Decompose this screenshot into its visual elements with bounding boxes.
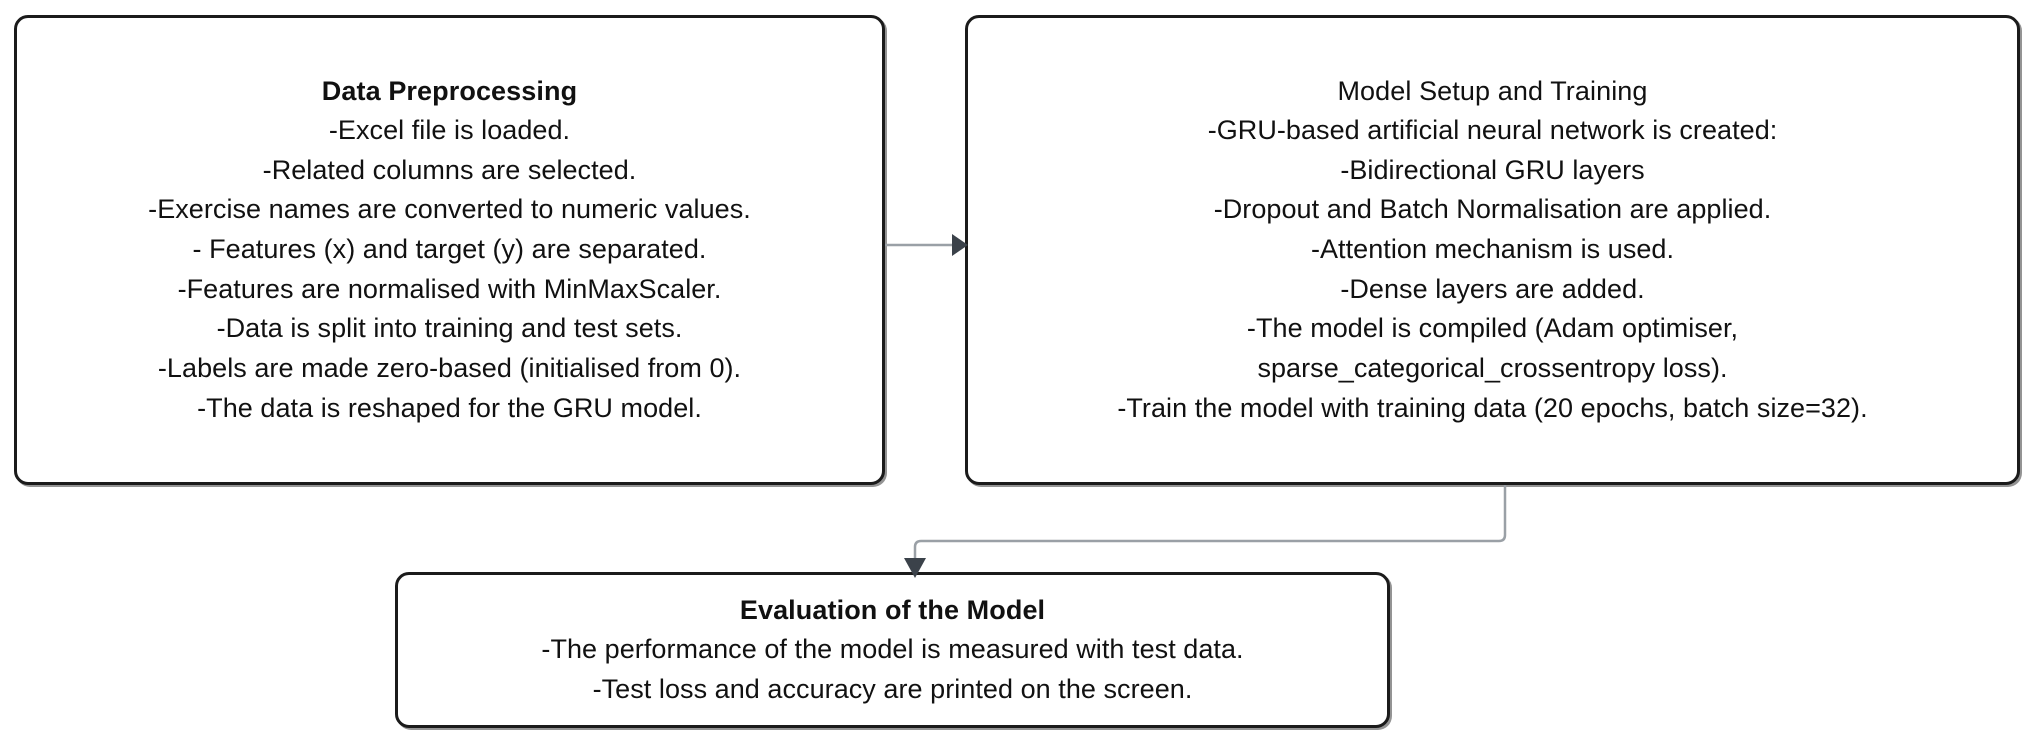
node-evaluation-of-the-model[interactable]: Evaluation of the Model -The performance…	[395, 572, 1390, 728]
node-line: -The data is reshaped for the GRU model.	[197, 392, 702, 423]
node-line: - Features (x) and target (y) are separa…	[192, 233, 707, 264]
node-title-model-setup-and-training: Model Setup and Training	[1337, 75, 1648, 106]
node-line: -Train the model with training data (20 …	[1117, 392, 1868, 423]
node-line: -Labels are made zero-based (initialised…	[157, 352, 742, 383]
node-line: -Excel file is loaded.	[328, 114, 571, 145]
node-line: -Test loss and accuracy are printed on t…	[592, 673, 1193, 704]
node-title-evaluation-of-the-model: Evaluation of the Model	[739, 594, 1046, 625]
node-body-evaluation-of-the-model: -The performance of the model is measure…	[412, 630, 1373, 709]
node-line: sparse_categorical_crossentropy loss).	[1257, 352, 1728, 383]
node-line: -The model is compiled (Adam optimiser,	[1246, 313, 1739, 344]
node-body-model-setup-and-training: -GRU-based artificial neural network is …	[982, 111, 2003, 429]
node-line: -Data is split into training and test se…	[216, 313, 683, 344]
node-line: -Bidirectional GRU layers	[1340, 154, 1645, 185]
node-model-setup-and-training[interactable]: Model Setup and Training -GRU-based arti…	[965, 15, 2020, 485]
node-line: -Exercise names are converted to numeric…	[148, 194, 751, 225]
node-line: -Dense layers are added.	[1340, 273, 1645, 304]
node-title-data-preprocessing: Data Preprocessing	[321, 75, 578, 106]
node-line: -GRU-based artificial neural network is …	[1207, 114, 1778, 145]
node-line: -Dropout and Batch Normalisation are app…	[1213, 194, 1772, 225]
edge-model-to-evaluation	[904, 485, 1507, 578]
node-line: -Related columns are selected.	[262, 154, 637, 185]
node-line: -The performance of the model is measure…	[541, 633, 1244, 664]
node-data-preprocessing[interactable]: Data Preprocessing -Excel file is loaded…	[14, 15, 885, 485]
edge-preprocessing-to-model	[885, 234, 968, 256]
node-line: -Attention mechanism is used.	[1310, 233, 1675, 264]
node-line: -Features are normalised with MinMaxScal…	[177, 273, 722, 304]
node-body-data-preprocessing: -Excel file is loaded. -Related columns …	[31, 111, 868, 429]
